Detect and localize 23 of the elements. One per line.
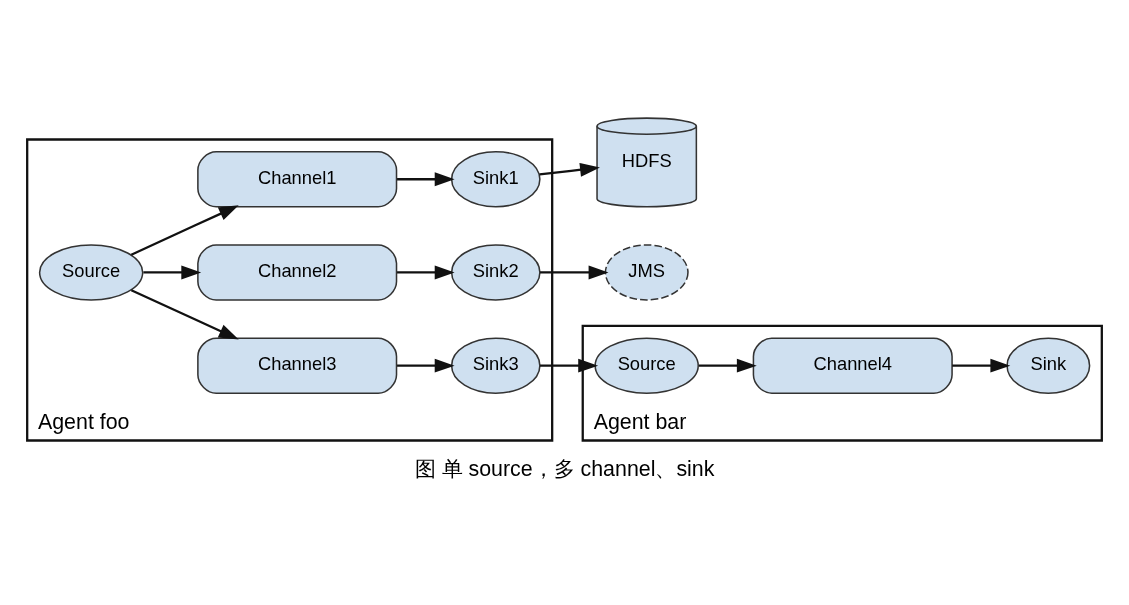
node-box: Channel1 [197,150,398,207]
node-ellipse: Sink2 [450,243,541,301]
node-box: Channel2 [197,243,398,301]
node-ellipse: Source [594,336,699,394]
node-ellipse: Sink1 [450,150,541,207]
caption: 图 单 source，多 channel、sink [414,456,715,481]
node-ellipse: JMS [604,243,689,301]
node-box: Channel3 [197,336,398,394]
arrow [540,264,609,279]
arrow [130,204,239,256]
node-ellipse: Sink3 [450,336,541,394]
arrow [539,162,600,177]
arrow [397,171,455,186]
arrow [698,358,757,373]
node-box: Channel4 [752,336,953,394]
arrow [952,358,1011,373]
arrow [397,358,455,373]
node-ellipse: Source [38,243,144,301]
node-ellipse: Sink [1006,336,1091,394]
arrow [143,264,202,279]
arrow [397,264,455,279]
arrow [130,288,239,339]
arrow [540,358,599,373]
